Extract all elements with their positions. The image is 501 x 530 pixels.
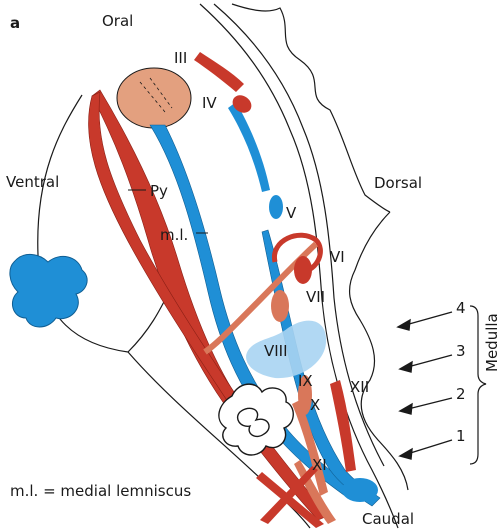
label-nucleus-IX: IX: [298, 372, 313, 390]
nucleus-VI-shape: [294, 256, 312, 284]
label-nucleus-IV: IV: [202, 94, 217, 112]
nucleus-VII-shape: [271, 290, 289, 322]
label-nucleus-VIII: VIII: [264, 342, 288, 360]
label-ventral: Ventral: [6, 173, 59, 191]
label-nucleus-XI: XI: [312, 456, 327, 474]
legend-text: m.l. = medial lemniscus: [10, 482, 191, 500]
label-nucleus-III: III: [174, 49, 187, 67]
thalamus: [117, 68, 191, 128]
label-nucleus-V: V: [286, 204, 297, 222]
label-level-3: 3: [456, 342, 466, 360]
pyramidal-tract: [88, 90, 330, 520]
label-py: Py: [150, 182, 168, 200]
label-nucleus-VII: VII: [306, 288, 325, 306]
label-nucleus-X: X: [310, 396, 320, 414]
label-medulla: Medulla: [483, 313, 501, 372]
label-oral: Oral: [102, 12, 133, 30]
panel-letter: a: [10, 14, 20, 32]
label-caudal: Caudal: [362, 510, 414, 528]
label-nucleus-XII: XII: [350, 378, 369, 396]
level-arrows: [398, 312, 452, 459]
label-level-2: 2: [456, 385, 466, 403]
trigeminal-root: [10, 254, 87, 327]
nucleus-III-shape: [194, 52, 244, 92]
label-dorsal: Dorsal: [374, 174, 422, 192]
label-nucleus-VI: VI: [330, 248, 345, 266]
label-ml: m.l.: [160, 226, 188, 244]
label-level-4: 4: [456, 299, 466, 317]
label-level-1: 1: [456, 427, 466, 445]
